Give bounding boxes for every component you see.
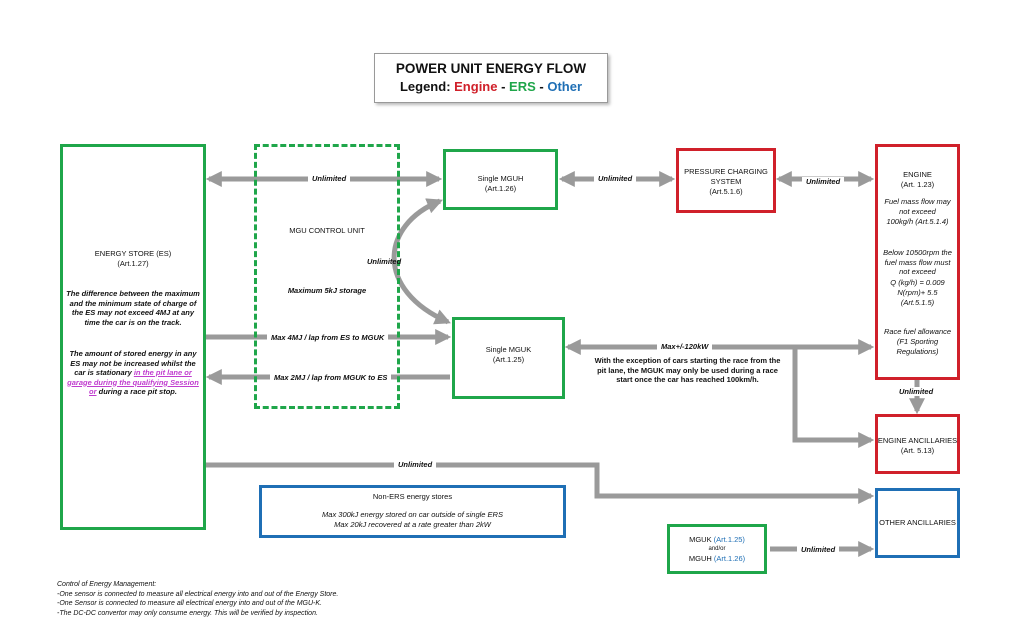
- engine-rpm-rule: Below 10500rpm the fuel mass flow must n…: [883, 248, 952, 276]
- arrow-mguk-ancillaries: [792, 347, 875, 449]
- arrow-mguh-mguk: [391, 198, 451, 325]
- mgu-control-unit-box: [254, 144, 400, 409]
- flow-label-pcs-engine: Unlimited: [802, 177, 845, 186]
- other-ancillaries-box: [875, 488, 960, 558]
- mgu-control-unit-storage: Maximum 5kJ storage: [287, 286, 367, 295]
- engine-rpm-art: (Art.5.1.5): [900, 298, 935, 307]
- energy-store-name: ENERGY STORE (ES): [94, 249, 172, 258]
- pressure-charging-box: [676, 148, 776, 213]
- legend-sep: -: [497, 79, 510, 94]
- engine-ancillaries-name: ENGINE ANCILLARIES: [877, 436, 958, 445]
- mguk-race-start-note: With the exception of cars starting the …: [594, 356, 781, 384]
- non-ers-line1: Max 300kJ energy stored on car outside o…: [322, 510, 503, 519]
- non-ers-line2: Max 20kJ recovered at a rate greater tha…: [334, 520, 491, 529]
- engine-ancillaries-box: [875, 414, 960, 474]
- mguk-mguh-box: [667, 524, 767, 574]
- footer-notes: Control of Energy Management: -One senso…: [57, 580, 338, 618]
- energy-store-pit-rule: The amount of stored energy in any ES ma…: [67, 349, 199, 396]
- pressure-charging-name2: SYSTEM: [710, 177, 742, 186]
- mguh-name: Single MGUH: [477, 174, 524, 183]
- mguh-art: (Art.1.26): [484, 184, 517, 193]
- mguk-art: (Art.1.25): [492, 355, 525, 364]
- engine-fuel-flow: Fuel mass flow may not exceed: [884, 197, 951, 216]
- flow-label-mguh-pcs: Unlimited: [594, 174, 637, 183]
- engine-art: (Art. 1.23): [900, 180, 935, 189]
- engine-rpm-formula: Q (kg/h) = 0.009: [890, 278, 945, 287]
- mgu-control-unit-name: MGU CONTROL UNIT: [289, 226, 365, 235]
- mguk-name: Single MGUK: [485, 345, 532, 354]
- engine-fuel-allowance-ref: (F1 Sporting Regulations): [896, 337, 939, 356]
- flow-label-es-other: Unlimited: [394, 460, 437, 469]
- footer-title: Control of Energy Management:: [57, 581, 157, 588]
- flow-label-engine-ancillaries: Unlimited: [895, 387, 938, 396]
- flow-label-mguh-mguk: Unlimited: [367, 257, 402, 266]
- flow-label-es-to-mguk: Max 4MJ / lap from ES to MGUK: [267, 333, 389, 342]
- flow-label-mgu-other: Unlimited: [797, 545, 840, 554]
- flow-label-mguk-engine: Max+/-120kW: [657, 342, 713, 351]
- mguk-or-line3: MGUH (Art.1.26): [688, 554, 746, 563]
- legend-prefix: Legend:: [399, 79, 455, 94]
- mguh-box: [443, 149, 558, 210]
- engine-fuel-flow-limit: 100kg/h (Art.5.1.4): [886, 217, 949, 226]
- mguk-box: [452, 317, 565, 399]
- engine-rpm-formula2: N(rpm)+ 5.5: [897, 288, 938, 297]
- engine-name: ENGINE: [903, 170, 932, 179]
- footer-line2: -One Sensor is connected to measure all …: [57, 600, 322, 607]
- legend-engine: Engine: [454, 79, 498, 94]
- legend-sep: -: [535, 79, 548, 94]
- footer-line3: -The DC-DC convertor may only consume en…: [57, 609, 318, 617]
- energy-store-art: (Art.1.27): [117, 259, 149, 268]
- non-ers-box: [259, 485, 566, 538]
- engine-fuel-allowance: Race fuel allowance: [883, 327, 952, 336]
- energy-store-box: [60, 144, 206, 530]
- legend-other: Other: [547, 79, 583, 94]
- mguk-or-line1: MGUK (Art.1.25): [689, 535, 745, 544]
- pressure-charging-name: PRESSURE CHARGING: [684, 167, 768, 176]
- pressure-charging-art: (Art.5.1.6): [709, 187, 743, 196]
- diagram-title: POWER UNIT ENERGY FLOW: [395, 61, 587, 76]
- footer-line1: -One sensor is connected to measure all …: [57, 590, 339, 598]
- flow-label-es-mguh: Unlimited: [308, 174, 351, 183]
- energy-store-charge-rule: The difference between the maximum and t…: [66, 289, 200, 327]
- mguk-or-line2: and/or: [708, 546, 726, 552]
- other-ancillaries-name: OTHER ANCILLARIES: [879, 518, 956, 527]
- title-box: POWER UNIT ENERGY FLOW Legend: Engine - …: [374, 53, 608, 103]
- flow-label-mguk-to-es: Max 2MJ / lap from MGUK to ES: [270, 373, 392, 382]
- engine-box: [875, 144, 960, 380]
- pit-lane-link: in the pit lane or garage during the qua…: [67, 368, 199, 396]
- engine-ancillaries-art: (Art. 5.13): [900, 446, 935, 455]
- non-ers-name: Non-ERS energy stores: [372, 492, 453, 501]
- legend: Legend: Engine - ERS - Other: [375, 79, 607, 94]
- legend-ers: ERS: [509, 79, 536, 94]
